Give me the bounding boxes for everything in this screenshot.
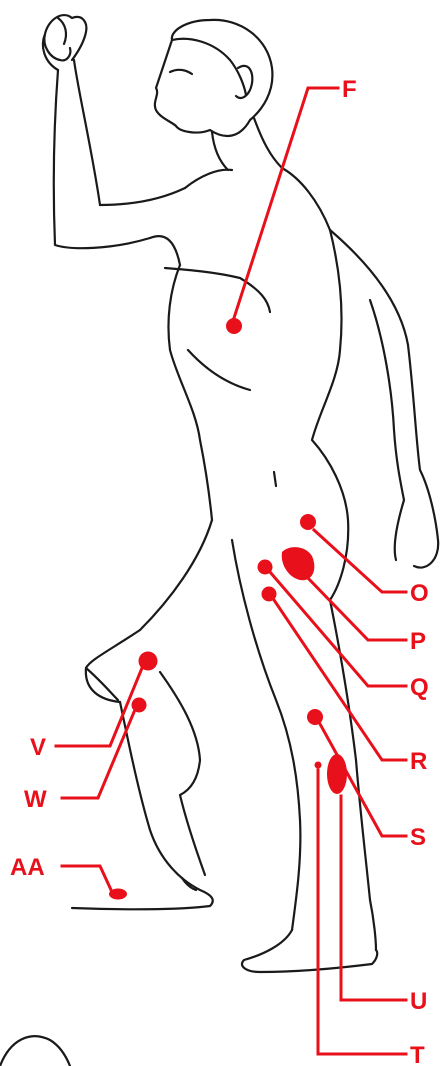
leader-u xyxy=(341,796,406,1000)
label-f: F xyxy=(342,76,357,103)
torso-front xyxy=(168,265,212,520)
navel-mark xyxy=(274,472,276,486)
spot-w xyxy=(132,698,147,713)
spot-f xyxy=(226,318,242,334)
label-t: T xyxy=(410,1042,425,1066)
leader-q xyxy=(270,572,406,686)
letter-labels: F O P Q R S U T V W AA xyxy=(10,76,429,1066)
raised-forearm xyxy=(54,60,150,248)
leader-o xyxy=(314,530,406,592)
front-knee xyxy=(86,668,118,700)
shoulder-line xyxy=(185,168,330,230)
figure-outline xyxy=(0,15,438,1066)
label-r: R xyxy=(410,748,427,775)
leader-w xyxy=(62,712,134,798)
label-s: S xyxy=(410,824,426,851)
abdomen-line xyxy=(188,350,250,390)
label-p: P xyxy=(410,628,426,655)
raised-upper-arm xyxy=(100,188,185,265)
front-calf xyxy=(160,672,205,875)
back-foot xyxy=(242,930,377,972)
label-o: O xyxy=(410,580,429,607)
label-v: V xyxy=(30,734,46,761)
hair-line xyxy=(172,39,246,95)
leader-aa xyxy=(62,866,112,892)
raised-hand xyxy=(43,15,86,70)
label-aa: AA xyxy=(10,854,45,881)
leader-t xyxy=(318,770,406,1054)
spot-t xyxy=(315,762,322,769)
label-q: Q xyxy=(410,674,429,701)
spot-o xyxy=(300,514,316,530)
front-shin xyxy=(72,702,213,909)
front-thigh xyxy=(86,520,212,702)
label-u: U xyxy=(410,988,427,1015)
spot-u xyxy=(327,754,347,794)
eye-brow xyxy=(170,70,192,74)
leader-r xyxy=(274,600,406,760)
label-w: W xyxy=(24,786,47,813)
back-arm xyxy=(330,230,438,568)
head-bottom-fragment xyxy=(0,1036,70,1066)
chest-line xyxy=(165,268,270,312)
spot-p xyxy=(282,547,315,580)
